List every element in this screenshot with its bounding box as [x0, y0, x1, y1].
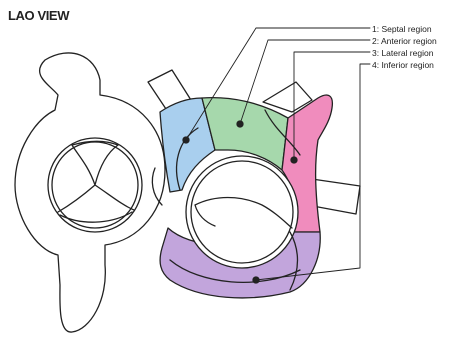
left-valve-housing — [15, 53, 165, 332]
right-valve-ring — [186, 156, 298, 268]
left-valve-leaflets — [58, 145, 134, 212]
